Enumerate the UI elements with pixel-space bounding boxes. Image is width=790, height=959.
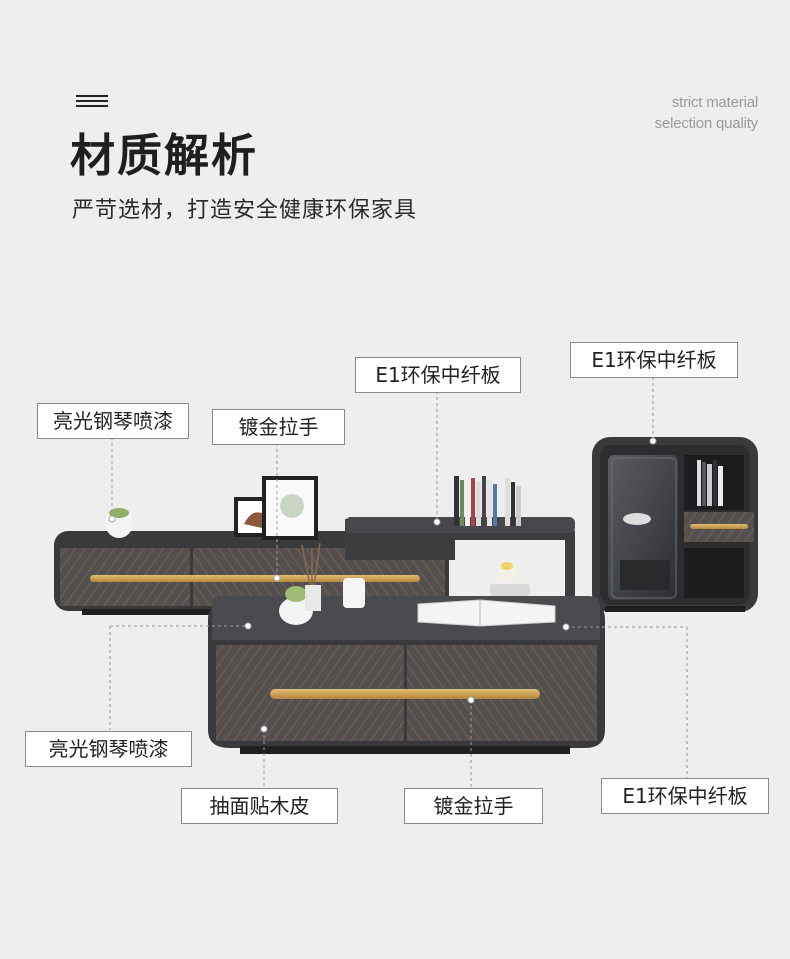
callout-table-board: E1环保中纤板 xyxy=(601,778,769,814)
cabinet-gold-handle xyxy=(690,524,748,529)
tv-stand xyxy=(54,474,575,615)
tv-gold-handle xyxy=(90,575,420,582)
callout-tv-paint: 亮光钢琴喷漆 xyxy=(37,403,189,439)
callout-table-drawer: 抽面贴木皮 xyxy=(181,788,338,824)
callout-table-paint: 亮光钢琴喷漆 xyxy=(25,731,192,767)
tagline-line-2: selection quality xyxy=(654,115,759,132)
leader-lines xyxy=(109,377,688,788)
callout-tv-board: E1环保中纤板 xyxy=(355,357,521,393)
coffee-table xyxy=(208,542,605,754)
callout-dots xyxy=(108,437,657,733)
page-title: 材质解析 xyxy=(70,129,259,182)
callout-cabinet-board: E1环保中纤板 xyxy=(570,342,738,378)
side-cabinet xyxy=(592,437,758,612)
hamburger-menu-icon[interactable] xyxy=(76,95,108,107)
table-gold-handle xyxy=(270,689,540,699)
tagline-line-1: strict material xyxy=(671,94,758,111)
page-subtitle: 严苛选材，打造安全健康环保家具 xyxy=(72,198,418,223)
english-tagline: strict material selection quality xyxy=(654,92,759,134)
callout-tv-handle: 镀金拉手 xyxy=(212,409,345,445)
callout-table-handle: 镀金拉手 xyxy=(404,788,543,824)
